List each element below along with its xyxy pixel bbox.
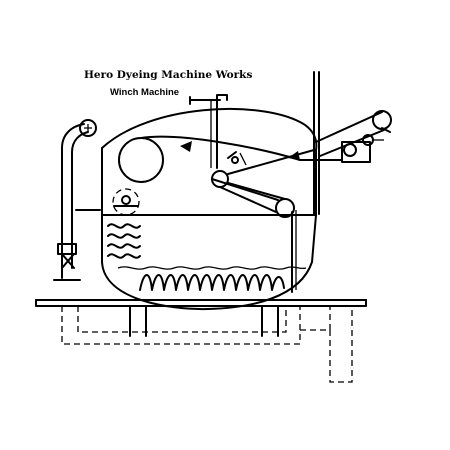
support-legs: [129, 305, 279, 337]
fabric-folds: [139, 274, 285, 291]
clamp-fixture: [227, 151, 247, 166]
floor-line: [35, 299, 367, 307]
fabric-feed-assembly: [299, 110, 392, 163]
foundation-pit: [61, 306, 353, 383]
guide-reel: [211, 149, 315, 218]
fabric-arrow-left: [180, 141, 192, 152]
thermometer-pipe: [189, 94, 228, 169]
diagram-title: Hero Dyeing Machine Works: [84, 69, 253, 81]
fabric-arrow-right: [288, 151, 300, 160]
steam-pipe: [53, 119, 101, 281]
winch-drum: [118, 135, 301, 183]
heating-coil: [107, 223, 141, 259]
diagram-subtitle: Winch Machine: [110, 87, 180, 98]
vertical-post: [313, 71, 320, 215]
dye-liquor-surface: [117, 266, 307, 270]
small-pulley: [112, 188, 140, 216]
